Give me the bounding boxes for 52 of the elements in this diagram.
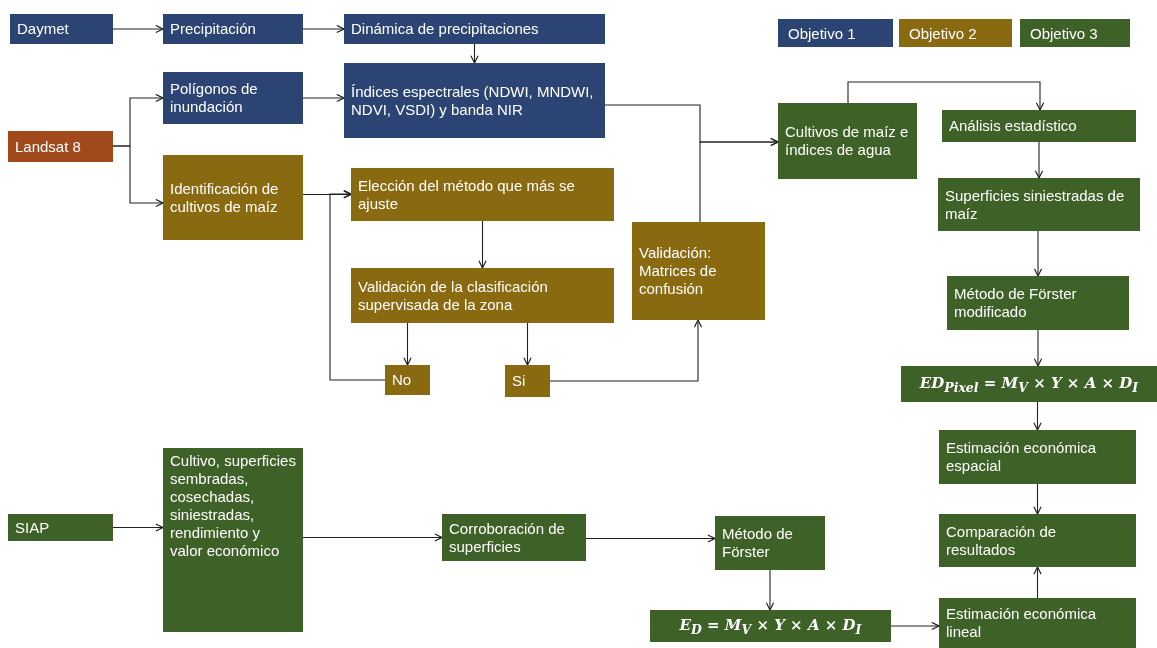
process-box: Validación de la clasificación supervisada de la zona [351, 268, 614, 323]
arrow [549, 319, 703, 382]
arrow [847, 81, 1045, 111]
process-box: Validación: Matrices de confusión [632, 222, 765, 320]
arrow [470, 43, 479, 64]
arrow [1033, 401, 1042, 431]
arrow [1033, 230, 1043, 277]
process-box: Análisis estadístico [942, 110, 1136, 142]
process-box: Elección del método que más se ajuste [351, 168, 614, 221]
process-box: Cultivos de maíz e índices de agua [778, 103, 917, 179]
process-box: Polígonos de inundación [163, 72, 303, 124]
arrow [112, 145, 164, 208]
process-box: Si [505, 365, 550, 397]
process-box: Estimación económica espacial [939, 430, 1136, 484]
arrow [302, 93, 345, 103]
legend-item: Objetivo 2 [899, 19, 1012, 47]
arrow [302, 24, 345, 34]
formula-box: ED$_{Pixel}$ = M$_{V}$ × Y × A × D$_{I}$ [901, 366, 1157, 402]
arrow [890, 621, 940, 631]
process-box: Corroboración de superficies [442, 514, 586, 561]
arrow [699, 137, 779, 223]
process-box: Precipitación [163, 14, 303, 44]
arrow [765, 569, 775, 611]
process-box: No [385, 365, 430, 395]
process-box: Dinámica de precipitaciones [344, 14, 605, 44]
process-box: Comparación de resultados [939, 514, 1136, 567]
arrow [112, 24, 164, 34]
process-box: Identificación de cultivos de maíz [163, 155, 303, 240]
arrow [1033, 329, 1043, 367]
arrow [329, 189, 386, 381]
process-box: Método de Förster modificado [947, 276, 1129, 330]
process-box: Daymet [10, 14, 113, 44]
arrow [403, 322, 412, 366]
legend-item: Objetivo 1 [778, 19, 893, 47]
formula-box: E$_{D}$ = M$_{V}$ × Y × A × D$_{I}$ [650, 610, 891, 642]
arrow [112, 523, 164, 532]
process-box: Landsat 8 [8, 131, 113, 162]
process-box: Superficies siniestradas de maíz [938, 178, 1140, 231]
process-box: Cultivo, superficies sembradas, cosechadas, siniestradas, rendimiento y valor económico [163, 448, 303, 632]
arrow [302, 190, 352, 199]
arrow [523, 322, 532, 366]
arrow [585, 534, 716, 543]
arrow [1033, 566, 1042, 599]
arrow [302, 533, 443, 542]
arrow [1034, 141, 1044, 179]
legend-item: Objetivo 3 [1020, 19, 1130, 47]
process-box: Método de Förster [715, 516, 825, 570]
process-box: Estimación económica lineal [939, 598, 1136, 648]
arrow [478, 220, 487, 269]
process-box: SIAP [8, 514, 113, 541]
process-box: Índices espectrales (NDWI, MNDWI, NDVI, VSDI) y banda NIR [344, 63, 605, 138]
arrow [1033, 483, 1042, 515]
